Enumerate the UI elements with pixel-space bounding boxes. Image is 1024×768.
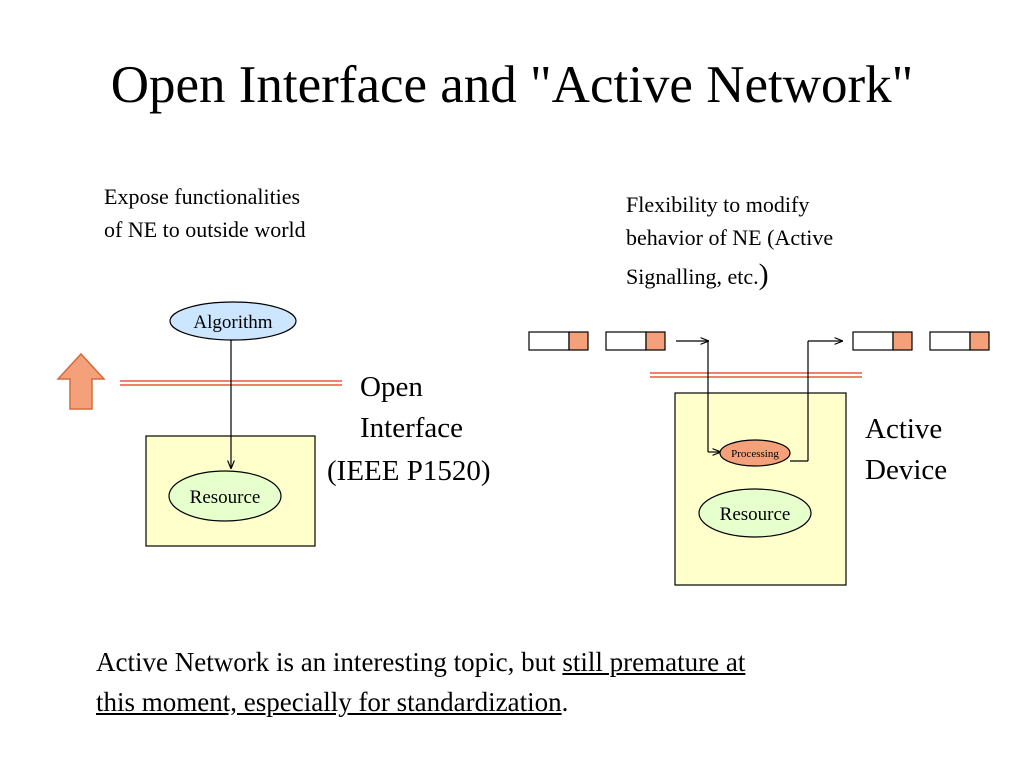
open-interface-standard: (IEEE P1520) bbox=[327, 455, 491, 487]
right-caption-line-3-wrap: Signalling, etc.) bbox=[626, 258, 833, 293]
left-caption: Expose functionalities of NE to outside … bbox=[104, 180, 306, 246]
open-interface-line-1: Open bbox=[360, 371, 423, 403]
right-caption-line-2: behavior of NE (Active bbox=[626, 225, 834, 250]
algorithm-label: Algorithm bbox=[193, 312, 272, 333]
left-caption-line-1: Expose functionalities bbox=[104, 184, 301, 209]
active-device-line-1: Active bbox=[865, 413, 943, 445]
right-caption-paren: ) bbox=[758, 258, 769, 291]
right-resource-label: Resource bbox=[720, 504, 791, 525]
footer-line-2: this moment, especially for standardizat… bbox=[96, 682, 745, 722]
right-caption-line-3: Signalling, etc. bbox=[626, 264, 759, 289]
slide-title: Open Interface and "Active Network" bbox=[110, 56, 914, 114]
right-caption: Flexibility to modify behavior of NE (Ac… bbox=[626, 188, 833, 293]
packet-out-1 bbox=[852, 331, 913, 351]
footer-end: . bbox=[561, 687, 569, 717]
footer-underlined-1: still premature at bbox=[562, 647, 746, 677]
right-caption-line-1: Flexibility to modify bbox=[626, 192, 810, 217]
packet-in-2 bbox=[605, 331, 666, 351]
open-interface-label: Open Interface bbox=[360, 367, 463, 449]
footer-statement: Active Network is an interesting topic, … bbox=[96, 642, 745, 722]
packet-in-1 bbox=[528, 331, 589, 351]
open-interface-line-2: Interface bbox=[360, 412, 464, 444]
active-device-line-2: Device bbox=[865, 454, 948, 486]
left-caption-line-2: of NE to outside world bbox=[104, 217, 306, 242]
footer-underlined-2: this moment, especially for standardizat… bbox=[96, 687, 562, 717]
footer-plain: Active Network is an interesting topic, … bbox=[96, 647, 563, 677]
processing-label: Processing bbox=[731, 448, 779, 460]
packet-out-2 bbox=[929, 331, 990, 351]
processing-node bbox=[719, 439, 791, 467]
algorithm-node bbox=[169, 301, 297, 341]
right-resource-node bbox=[698, 488, 812, 538]
footer-line-1: Active Network is an interesting topic, … bbox=[96, 642, 745, 682]
active-device-label: Active Device bbox=[865, 409, 947, 491]
active-interface-line bbox=[650, 372, 862, 378]
up-arrow-icon bbox=[56, 352, 106, 410]
left-resource-node bbox=[168, 470, 282, 522]
left-resource-label: Resource bbox=[190, 487, 261, 508]
